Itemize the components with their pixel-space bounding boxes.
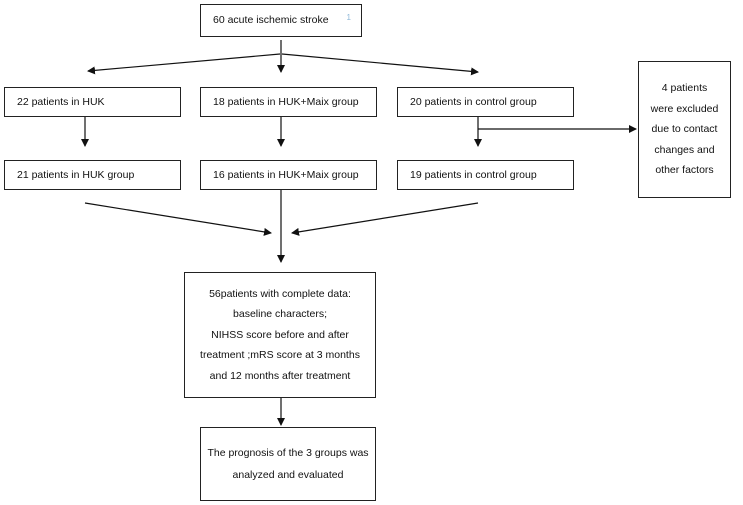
- node-huk-initial-label: 22 patients in HUK: [17, 95, 105, 108]
- arrow-huk2-to-merge: [84, 202, 272, 236]
- node-complete-data-line-4: treatment ;mRS score at 3 months: [200, 349, 360, 362]
- node-excluded-line-5: other factors: [655, 164, 714, 177]
- node-total-stroke-label: 60 acute ischemic stroke: [213, 14, 329, 27]
- arrow-top-to-control: [281, 53, 479, 76]
- node-complete-data-line-3: NIHSS score before and after: [211, 328, 349, 341]
- node-excluded: 4 patients were excluded due to contact …: [638, 61, 731, 198]
- node-huk-maix-initial-label: 18 patients in HUK+Maix group: [213, 95, 359, 108]
- node-huk-maix-final-label: 16 patients in HUK+Maix group: [213, 168, 359, 181]
- node-excluded-line-4: changes and: [654, 143, 715, 156]
- node-complete-data-line-2: baseline characters;: [233, 308, 327, 321]
- node-prognosis-line-2: analyzed and evaluated: [232, 469, 344, 481]
- node-total-stroke: 60 acute ischemic stroke 1: [200, 4, 362, 37]
- node-huk-final-label: 21 patients in HUK group: [17, 168, 135, 181]
- node-huk-maix-initial: 18 patients in HUK+Maix group: [200, 87, 377, 117]
- arrow-top-to-huk: [87, 53, 281, 75]
- node-total-stroke-mark: 1: [346, 13, 351, 22]
- node-huk-final: 21 patients in HUK group: [4, 160, 181, 190]
- node-control-final: 19 patients in control group: [397, 160, 574, 190]
- node-control-final-label: 19 patients in control group: [410, 168, 537, 181]
- node-excluded-line-2: were excluded: [650, 102, 719, 115]
- node-control-initial: 20 patients in control group: [397, 87, 574, 117]
- node-excluded-line-3: due to contact: [651, 123, 718, 136]
- node-huk-initial: 22 patients in HUK: [4, 87, 181, 117]
- node-complete-data-line-5: and 12 months after treatment: [209, 369, 351, 382]
- node-huk-maix-final: 16 patients in HUK+Maix group: [200, 160, 377, 190]
- arrow-ctrl2-to-merge: [291, 202, 479, 236]
- node-prognosis-line-1: The prognosis of the 3 groups was: [207, 446, 369, 459]
- node-complete-data-line-1: 56patients with complete data:: [209, 287, 351, 300]
- node-complete-data: 56patients with complete data: baseline …: [184, 272, 376, 398]
- node-prognosis: The prognosis of the 3 groups was analyz…: [200, 427, 376, 501]
- node-control-initial-label: 20 patients in control group: [410, 95, 537, 108]
- node-excluded-line-1: 4 patients: [661, 82, 708, 95]
